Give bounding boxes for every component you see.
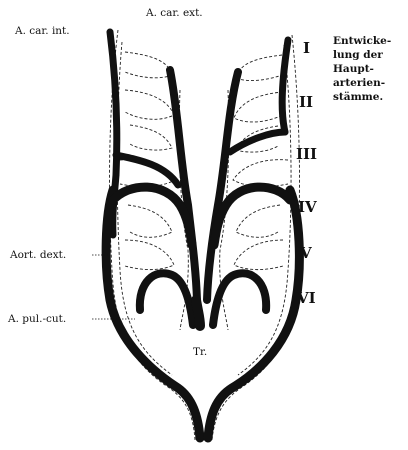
outer-outline — [110, 30, 195, 440]
caption-line-1: Entwicke- — [333, 35, 391, 47]
truncus-arteriosus — [196, 300, 200, 326]
arch-numeral-1: I — [303, 39, 310, 57]
arch-numeral-2: II — [299, 93, 313, 111]
arch-outline-right-2 — [234, 92, 283, 122]
outer-outline-right — [212, 35, 299, 440]
arch-numeral-5: V — [299, 244, 312, 262]
arch-outline-left-5 — [125, 240, 174, 270]
caption-line-4: arterien- — [333, 77, 385, 89]
label-aort-dext: Aort. dext. — [9, 249, 66, 261]
left-third-arch — [116, 155, 178, 185]
left-sixth-arch — [140, 273, 193, 325]
arch-outline-left-2 — [125, 90, 174, 119]
arch-numeral-4: IV — [298, 198, 317, 216]
label-a-pul-cut: A. pul.-cut. — [7, 313, 66, 325]
caption-line-5: stämme. — [333, 91, 383, 103]
label-truncus: Tr. — [193, 346, 207, 358]
arch-outline-right-1 — [236, 55, 282, 81]
arch-outline-left-4 — [128, 205, 172, 237]
right-fourth-arch — [214, 187, 290, 245]
arch-outline-right-5 — [234, 240, 283, 270]
label-a-car-int: A. car. int. — [14, 25, 70, 37]
arch-outline-left-1 — [125, 52, 172, 78]
right-sixth-arch — [213, 273, 266, 325]
caption-line-2: lung der — [333, 49, 383, 61]
arch-numeral-6: VI — [296, 289, 316, 307]
right-external-carotid — [207, 72, 238, 300]
left-fourth-arch — [113, 187, 192, 245]
caption-line-3: Haupt- — [333, 63, 374, 75]
arch-outline-left-2b — [130, 125, 172, 150]
arch-outline-right-4 — [236, 205, 280, 237]
right-internal-carotid — [282, 40, 288, 132]
label-a-car-ext: A. car. ext. — [145, 7, 203, 19]
right-third-arch — [230, 132, 285, 152]
arch-numeral-3: III — [296, 145, 317, 163]
